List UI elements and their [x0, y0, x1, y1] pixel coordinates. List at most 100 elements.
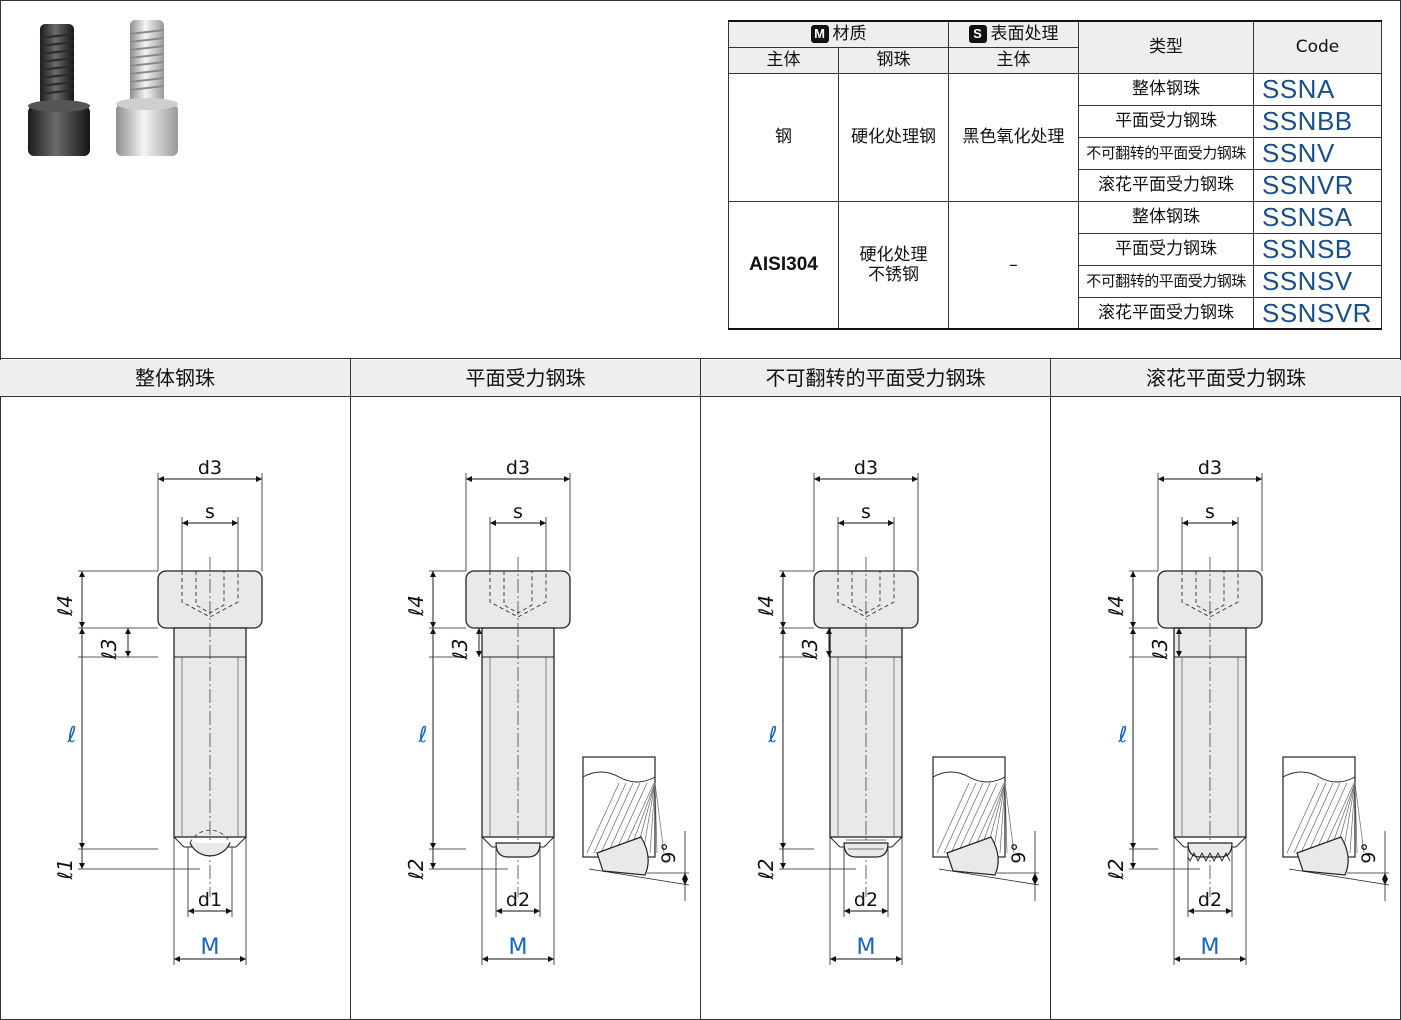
panel-title-flat-ball: 平面受力钢珠 [351, 360, 700, 397]
dimension-arrow [844, 908, 850, 914]
dimension-arrow [534, 908, 540, 914]
dimension-l2: ℓ2 [1104, 859, 1128, 881]
dimension-angle: 9° [1358, 842, 1380, 864]
dimension-d2: d2 [854, 889, 878, 911]
dimension-arrow [1240, 956, 1246, 962]
dimension-arrow [232, 520, 238, 526]
dimension-arrow [564, 476, 570, 482]
hatch-line [593, 782, 627, 854]
code-cell[interactable]: SSNBB [1253, 104, 1382, 138]
panel-title-knurled-flat-ball: 滚花平面受力钢珠 [1051, 360, 1401, 397]
hatch-line [649, 782, 656, 854]
material-badge: M [810, 25, 829, 44]
code-cell[interactable]: SSNSVR [1253, 296, 1382, 330]
dimension-arrow [476, 628, 482, 634]
angle-line [1288, 868, 1390, 886]
dimension-s: s [861, 501, 871, 523]
dimension-arrow [1176, 651, 1182, 657]
detail-tilted-pad [596, 836, 649, 876]
sub-header-surface-body: 主体 [948, 46, 1079, 74]
dimension-arrow [1130, 622, 1136, 628]
dimension-arrow [240, 956, 246, 962]
hatch-line [1300, 782, 1334, 854]
hatch-line [654, 782, 658, 854]
hatch-line [1004, 782, 1015, 854]
dimension-arrow [430, 571, 436, 577]
code-cell[interactable]: SSNSB [1253, 232, 1382, 266]
hatch-line [1342, 782, 1356, 854]
chamfer [1235, 836, 1247, 848]
dimension-angle: 9° [1008, 842, 1030, 864]
dimension-arrow [780, 622, 786, 628]
dimension-l3: ℓ3 [1148, 639, 1172, 661]
dimension-arrow [1226, 908, 1232, 914]
hatch-line [964, 782, 998, 854]
hatch-line [957, 782, 991, 854]
code-cell[interactable]: SSNV [1253, 136, 1382, 170]
dimension-arrow [780, 863, 786, 869]
dimension-arrow [1382, 879, 1388, 885]
code-cell[interactable]: SSNA [1253, 72, 1382, 106]
panel-title-solid-ball: 整体钢珠 [0, 360, 350, 397]
product-photo [28, 20, 178, 156]
dimension-l3: ℓ3 [798, 639, 822, 661]
chamfer [1173, 836, 1185, 848]
dimension-arrow [1130, 863, 1136, 869]
dimension-arrow [188, 908, 194, 914]
dimension-arrow [182, 520, 188, 526]
hatch-line [586, 782, 620, 854]
dimension-arrow [830, 956, 836, 962]
dimension-d2: d2 [1198, 889, 1222, 911]
dimension-arrow [125, 651, 131, 657]
dimension-s: s [513, 501, 523, 523]
group1-ball-material: 硬化处理钢 [838, 72, 949, 202]
dimension-l: ℓ [767, 723, 777, 748]
steel-ball [189, 842, 231, 857]
dimension-l2: ℓ2 [404, 859, 428, 881]
dimension-M: M [509, 935, 528, 960]
dimension-arrow [1130, 628, 1136, 634]
dimension-arrow [79, 628, 85, 634]
dimension-l: ℓ [417, 723, 427, 748]
dimension-arrow [1256, 476, 1262, 482]
code-cell[interactable]: SSNSV [1253, 264, 1382, 298]
code-cell[interactable]: SSNVR [1253, 168, 1382, 202]
dimension-arrow [826, 651, 832, 657]
dimension-arrow [1182, 520, 1188, 526]
flat-ball [843, 842, 889, 858]
dimension-l4: ℓ4 [53, 595, 77, 617]
dimension-arrow [682, 873, 688, 879]
hatch-line [1354, 782, 1358, 854]
dimension-arrow [1382, 873, 1388, 879]
code-cell[interactable]: SSNSA [1253, 200, 1382, 234]
type-cell: 整体钢珠 [1078, 72, 1254, 106]
chamfer [235, 836, 247, 848]
dimension-M: M [1201, 935, 1220, 960]
black-screw-image [28, 24, 90, 156]
dimension-d1: d1 [198, 889, 222, 911]
dimension-arrow [1232, 520, 1238, 526]
dimension-M: M [201, 935, 220, 960]
dimension-arrow [882, 908, 888, 914]
type-cell: 滚花平面受力钢珠 [1078, 296, 1254, 330]
dimension-arrow [430, 628, 436, 634]
dimension-d3: d3 [198, 457, 222, 479]
detail-tilted-pad [1296, 836, 1349, 876]
detail-break-line [932, 771, 1006, 783]
hatch-line [654, 782, 665, 854]
dimension-arrow [780, 843, 786, 849]
hatch-line [1307, 782, 1341, 854]
hatch-line [614, 782, 648, 854]
type-cell: 不可翻转的平面受力钢珠 [1078, 264, 1254, 298]
hatch-line [642, 782, 656, 854]
dimension-l4: ℓ4 [404, 595, 428, 617]
dimension-arrow [226, 908, 232, 914]
angle-line [588, 868, 690, 886]
dimension-arrow [476, 651, 482, 657]
detail-break-line [582, 771, 656, 783]
dimension-arrow [79, 571, 85, 577]
